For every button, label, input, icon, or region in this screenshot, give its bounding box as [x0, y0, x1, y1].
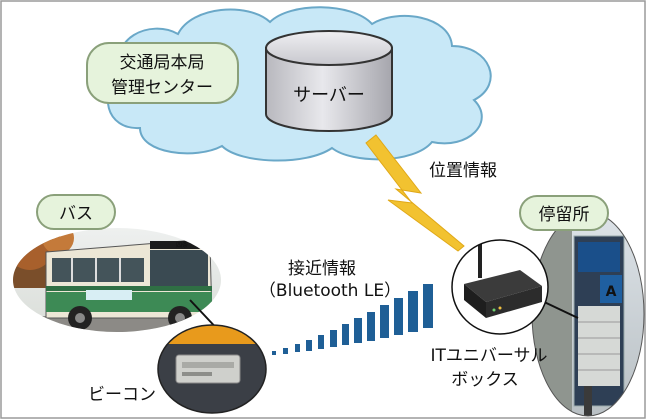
bluetooth-signal-icon [272, 284, 433, 355]
lightning-icon [365, 134, 465, 252]
location-info-label: 位置情報 [429, 161, 497, 181]
hq-pill [86, 42, 239, 104]
bus-pill [36, 194, 116, 230]
box-connector-line [539, 299, 579, 319]
bus-label: バス [59, 204, 93, 224]
bus-stop-image [531, 211, 645, 417]
beacon-image [157, 324, 267, 414]
stop-sign-letter: A [606, 284, 617, 300]
hq-label-line2: 管理センター [111, 78, 213, 98]
stop-label: 停留所 [539, 205, 590, 225]
approach-info-line2: （Bluetooth LE） [259, 281, 401, 301]
it-universal-box-image [451, 239, 549, 335]
stop-pill [519, 195, 609, 231]
approach-info-line1: 接近情報 [288, 259, 356, 279]
hq-label-line1: 交通局本局 [120, 53, 205, 73]
server-icon [265, 30, 393, 132]
it-box-label-line2: ボックス [451, 370, 519, 390]
server-label: サーバー [293, 85, 365, 106]
it-box-label-line1: ITユニバーサル [430, 346, 547, 366]
bus-destination-sign: 四条 [176, 241, 188, 249]
beacon-label: ビーコン [88, 385, 156, 405]
